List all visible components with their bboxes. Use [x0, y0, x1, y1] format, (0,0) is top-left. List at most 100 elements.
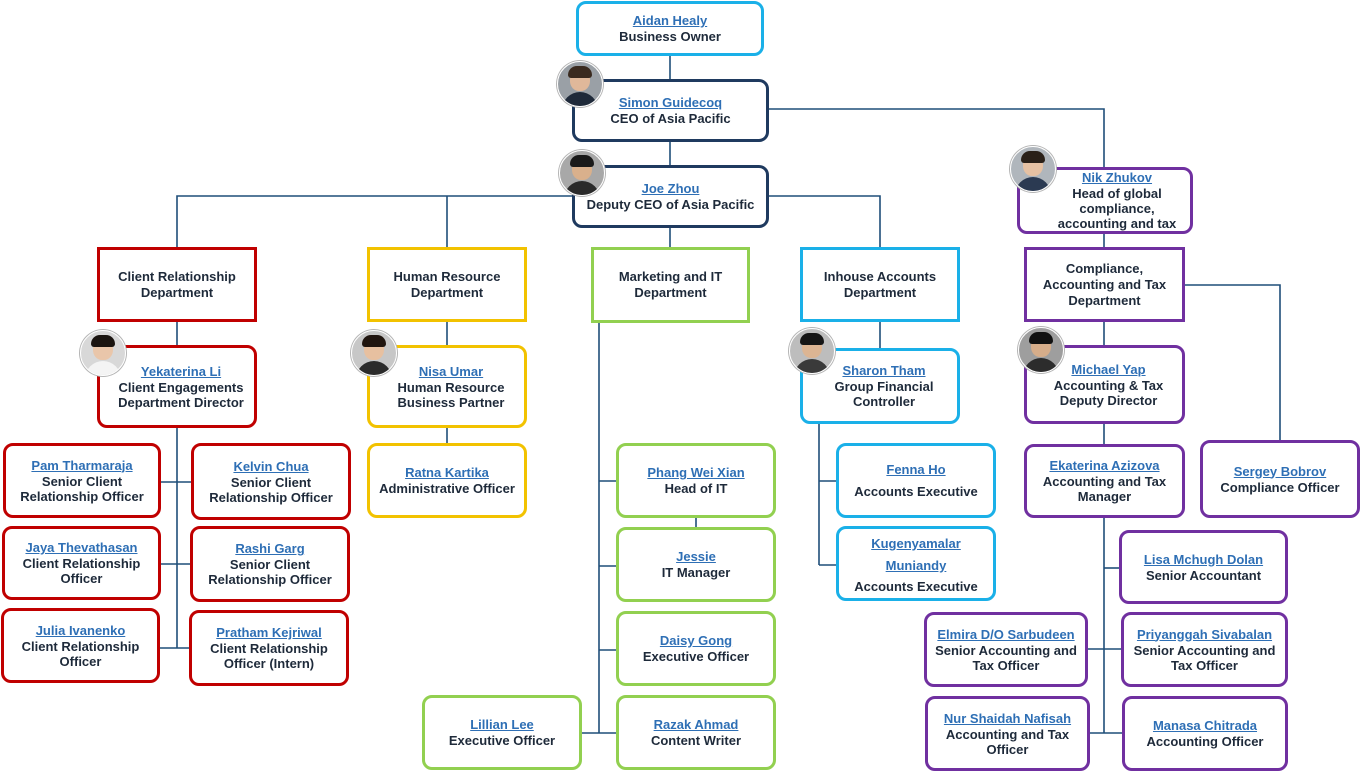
person-name[interactable]: Kelvin Chua	[233, 458, 309, 474]
ceo-node[interactable]: Simon Guidecoq CEO of Asia Pacific	[572, 79, 769, 142]
person-title: Accounting and Tax Officer	[945, 726, 1070, 757]
client-head-avatar	[80, 330, 126, 376]
client-relationship-department[interactable]: Client Relationship Department	[97, 247, 257, 322]
person-name[interactable]: Pratham Kejriwal	[216, 625, 322, 640]
person-name[interactable]: Phang Wei Xian	[647, 465, 745, 480]
person-name[interactable]: Jaya Thevathasan	[25, 540, 138, 555]
person-title: Senior Accountant	[1145, 567, 1262, 583]
person-name[interactable]: Rashi Garg	[235, 541, 305, 556]
owner-title: Business Owner	[619, 29, 721, 44]
accounts-staff-node[interactable]: Kugenyamalar Muniandy Accounts Executive	[836, 526, 996, 601]
person-title: Accounting & Tax Deputy Director	[1053, 377, 1164, 408]
person-name[interactable]: Jessie	[676, 549, 716, 564]
person-name[interactable]: Ekaterina Azizova	[1049, 458, 1160, 473]
deputy-ceo-title: Deputy CEO of Asia Pacific	[586, 197, 755, 212]
compliance-accounting-tax-department[interactable]: Compliance, Accounting and Tax Departmen…	[1024, 247, 1185, 322]
human-resource-department[interactable]: Human Resource Department	[367, 247, 527, 322]
person-title: Senior Accounting and Tax Officer	[1133, 642, 1276, 673]
person-title: Head of IT	[664, 481, 728, 496]
accounts-staff-node[interactable]: Fenna Ho Accounts Executive	[836, 443, 996, 518]
client-staff-node[interactable]: Julia Ivanenko Client Relationship Offic…	[1, 608, 160, 683]
person-title: Accounting Officer	[1146, 734, 1264, 749]
person-name[interactable]: Nur Shaidah Nafisah	[943, 710, 1072, 726]
person-title: Client Engagements Department Director	[118, 379, 244, 410]
dept-label: Inhouse Accounts Department	[823, 268, 937, 300]
client-staff-node[interactable]: Rashi Garg Senior Client Relationship Of…	[190, 526, 350, 602]
hr-staff-node[interactable]: Ratna Kartika Administrative Officer	[367, 443, 527, 518]
person-name[interactable]: Pam Tharmaraja	[31, 457, 133, 473]
compliance-staff-node[interactable]: Sergey Bobrov Compliance Officer	[1200, 440, 1360, 518]
person-name[interactable]: Razak Ahmad	[653, 717, 739, 732]
person-name[interactable]: Daisy Gong	[659, 633, 733, 648]
person-name[interactable]: Manasa Chitrada	[1152, 718, 1258, 733]
marketing-staff-node[interactable]: Razak Ahmad Content Writer	[616, 695, 776, 770]
person-title: Content Writer	[650, 733, 742, 748]
client-staff-node[interactable]: Pratham Kejriwal Client Relationship Off…	[189, 610, 349, 686]
ceo-name[interactable]: Simon Guidecoq	[618, 95, 723, 110]
marketing-staff-node[interactable]: Lillian Lee Executive Officer	[422, 695, 582, 770]
compliance-staff-node[interactable]: Lisa Mchugh Dolan Senior Accountant	[1119, 530, 1288, 604]
ceo-avatar	[557, 61, 603, 107]
compliance-head-title: Head of global compliance, accounting an…	[1057, 186, 1177, 231]
person-title: Client Relationship Officer (Intern)	[210, 641, 328, 671]
marketing-staff-node[interactable]: Daisy Gong Executive Officer	[616, 611, 776, 686]
person-name[interactable]: Sergey Bobrov	[1233, 463, 1327, 479]
person-title: Client Relationship Officer	[22, 556, 141, 586]
person-name[interactable]: Lillian Lee	[470, 717, 534, 732]
ceo-title: CEO of Asia Pacific	[610, 111, 731, 126]
deputy-ceo-name[interactable]: Joe Zhou	[641, 181, 700, 196]
person-title: Administrative Officer	[379, 481, 515, 496]
person-title: Accounting and Tax Manager	[1042, 474, 1167, 504]
person-name[interactable]: Lisa Mchugh Dolan	[1143, 551, 1264, 567]
person-title: Accounts Executive	[854, 484, 978, 499]
client-staff-node[interactable]: Kelvin Chua Senior Client Relationship O…	[191, 443, 351, 520]
compliance-staff-node[interactable]: Priyanggah Sivabalan Senior Accounting a…	[1121, 612, 1288, 687]
person-title: Executive Officer	[448, 733, 556, 748]
owner-node[interactable]: Aidan Healy Business Owner	[576, 1, 764, 56]
dept-label: Marketing and IT Department	[618, 269, 723, 300]
person-title: Senior Client Relationship Officer	[209, 474, 333, 505]
compliance-staff-node[interactable]: Nur Shaidah Nafisah Accounting and Tax O…	[925, 696, 1090, 771]
client-staff-node[interactable]: Pam Tharmaraja Senior Client Relationshi…	[3, 443, 161, 518]
inhouse-accounts-department[interactable]: Inhouse Accounts Department	[800, 247, 960, 322]
person-title: Senior Client Relationship Officer	[208, 557, 332, 587]
dept-label: Client Relationship Department	[118, 268, 236, 300]
compliance-head-avatar	[1010, 146, 1056, 192]
person-title: Group Financial Controller	[834, 379, 934, 409]
client-staff-node[interactable]: Jaya Thevathasan Client Relationship Off…	[2, 526, 161, 600]
person-name[interactable]: Fenna Ho	[886, 462, 946, 477]
hr-head-avatar	[351, 330, 397, 376]
person-title: Human Resource Business Partner	[397, 379, 505, 410]
deputy-ceo-avatar	[559, 150, 605, 196]
person-title: Senior Accounting and Tax Officer	[935, 642, 1077, 673]
marketing-it-department[interactable]: Marketing and IT Department	[591, 247, 750, 323]
dept-label: Compliance, Accounting and Tax Departmen…	[1042, 260, 1167, 308]
person-title: Executive Officer	[642, 649, 750, 664]
marketing-staff-node[interactable]: Phang Wei Xian Head of IT	[616, 443, 776, 518]
person-name[interactable]: Sharon Tham	[842, 363, 926, 378]
dept-label: Human Resource Department	[393, 268, 501, 300]
hr-head-node[interactable]: Nisa Umar Human Resource Business Partne…	[367, 345, 527, 428]
accounts-head-avatar	[789, 328, 835, 374]
person-name[interactable]: Julia Ivanenko	[35, 622, 126, 638]
owner-name[interactable]: Aidan Healy	[632, 13, 708, 28]
person-title: Client Relationship Officer	[21, 638, 140, 669]
compliance-staff-node[interactable]: Ekaterina Azizova Accounting and Tax Man…	[1024, 444, 1185, 518]
person-name[interactable]: Michael Yap	[1071, 361, 1146, 377]
compliance-staff-node[interactable]: Elmira D/O Sarbudeen Senior Accounting a…	[924, 612, 1088, 687]
person-name[interactable]: Priyanggah Sivabalan	[1136, 626, 1273, 642]
person-title: Senior Client Relationship Officer	[20, 473, 144, 504]
person-title: IT Manager	[661, 565, 731, 580]
person-name[interactable]: Yekaterina Li	[140, 363, 222, 379]
person-name[interactable]: Nisa Umar	[418, 363, 484, 379]
person-name[interactable]: Ratna Kartika	[405, 465, 489, 480]
person-name[interactable]: Elmira D/O Sarbudeen	[937, 626, 1075, 642]
person-title: Compliance Officer	[1220, 479, 1340, 495]
compliance-head-name[interactable]: Nik Zhukov	[1081, 170, 1153, 185]
person-name[interactable]: Kugenyamalar Muniandy	[871, 536, 961, 573]
marketing-staff-node[interactable]: Jessie IT Manager	[616, 527, 776, 602]
person-title: Accounts Executive	[854, 579, 978, 594]
compliance-staff-node[interactable]: Manasa Chitrada Accounting Officer	[1122, 696, 1288, 771]
compliance-deputy-avatar	[1018, 327, 1064, 373]
